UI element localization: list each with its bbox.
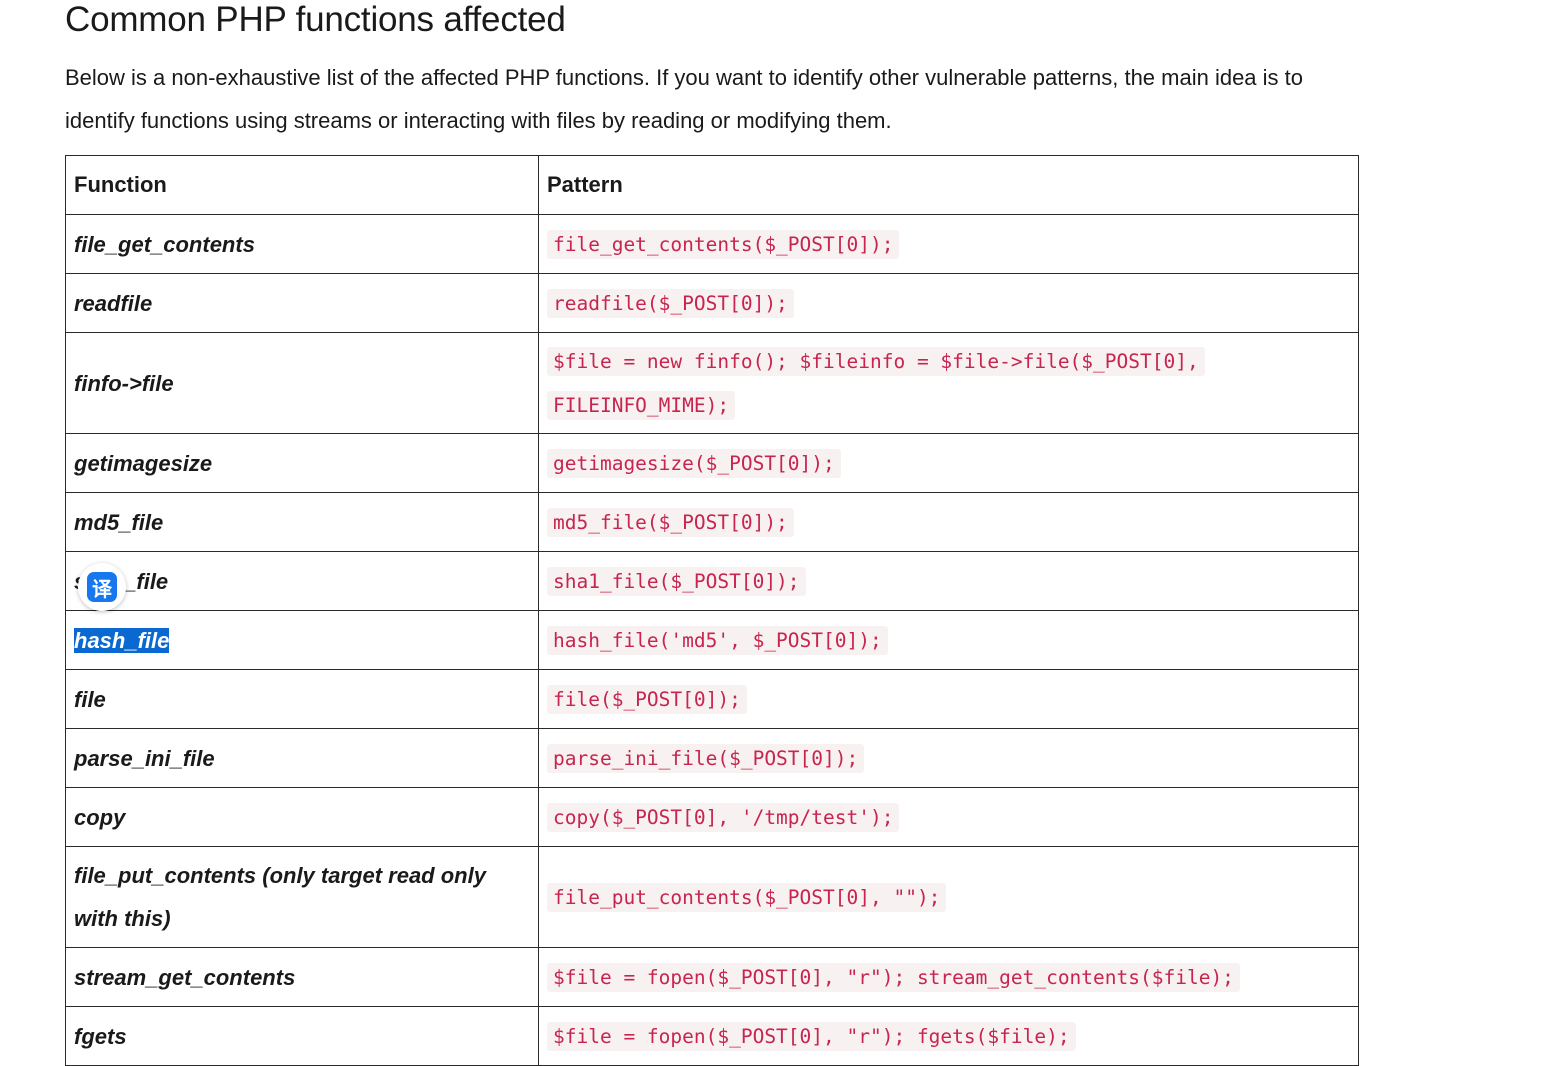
table-row: parse_ini_file parse_ini_file($_POST[0])… [65,728,1359,788]
function-name: md5_file [65,492,539,552]
table-row: sha1_file sha1_file($_POST[0]); [65,551,1359,611]
column-header-function: Function [65,155,539,215]
table-row: file_put_contents (only target read only… [65,846,1359,948]
function-name: fgets [65,1006,539,1066]
table-header-row: Function Pattern [65,155,1359,215]
code-pattern: sha1_file($_POST[0]); [547,567,806,596]
function-name: file_get_contents [65,214,539,274]
function-name: file [65,669,539,729]
code-pattern: md5_file($_POST[0]); [547,508,794,537]
code-pattern: readfile($_POST[0]); [547,289,794,318]
code-pattern: $file = fopen($_POST[0], "r"); stream_ge… [547,963,1240,992]
table-row: md5_file md5_file($_POST[0]); [65,492,1359,552]
table-row: getimagesize getimagesize($_POST[0]); [65,433,1359,493]
translate-icon: 译 [87,572,117,602]
table-row: fgets $file = fopen($_POST[0], "r"); fge… [65,1006,1359,1066]
code-pattern: getimagesize($_POST[0]); [547,449,841,478]
table-row: file_get_contents file_get_contents($_PO… [65,214,1359,274]
affected-functions-table: Function Pattern file_get_contents file_… [65,155,1359,1066]
function-name: readfile [65,273,539,333]
intro-paragraph: Below is a non-exhaustive list of the af… [65,65,1304,133]
code-pattern: $file = fopen($_POST[0], "r"); fgets($fi… [547,1022,1076,1051]
code-pattern: file_get_contents($_POST[0]); [547,230,900,259]
code-pattern: $file = new finfo(); $fileinfo = $file->… [547,347,1205,420]
function-name: file_put_contents (only target read only… [65,846,539,948]
table-row: stream_get_contents $file = fopen($_POST… [65,947,1359,1007]
selected-function-name[interactable]: hash_file [74,627,170,653]
function-name: sha1_file [65,551,539,611]
function-name: parse_ini_file [65,728,539,788]
table-row: finfo->file $file = new finfo(); $filein… [65,332,1359,434]
column-header-pattern: Pattern [538,155,1359,215]
table-row: copy copy($_POST[0], '/tmp/test'); [65,787,1359,847]
function-name: finfo->file [65,332,539,434]
function-name: getimagesize [65,433,539,493]
code-pattern: hash_file('md5', $_POST[0]); [547,626,888,655]
section-heading: Common PHP functions affected [65,0,566,39]
table-row: readfile readfile($_POST[0]); [65,273,1359,333]
code-pattern: parse_ini_file($_POST[0]); [547,744,865,773]
translate-button[interactable]: 译 [78,563,126,611]
table-row: file file($_POST[0]); [65,669,1359,729]
code-pattern: file_put_contents($_POST[0], ""); [547,883,947,912]
article-content: Common PHP functions affected Below is a… [65,0,1365,1066]
function-name: stream_get_contents [65,947,539,1007]
code-pattern: copy($_POST[0], '/tmp/test'); [547,803,900,832]
table-row: hash_file hash_file('md5', $_POST[0]); [65,610,1359,670]
code-pattern: file($_POST[0]); [547,685,747,714]
function-name: copy [65,787,539,847]
